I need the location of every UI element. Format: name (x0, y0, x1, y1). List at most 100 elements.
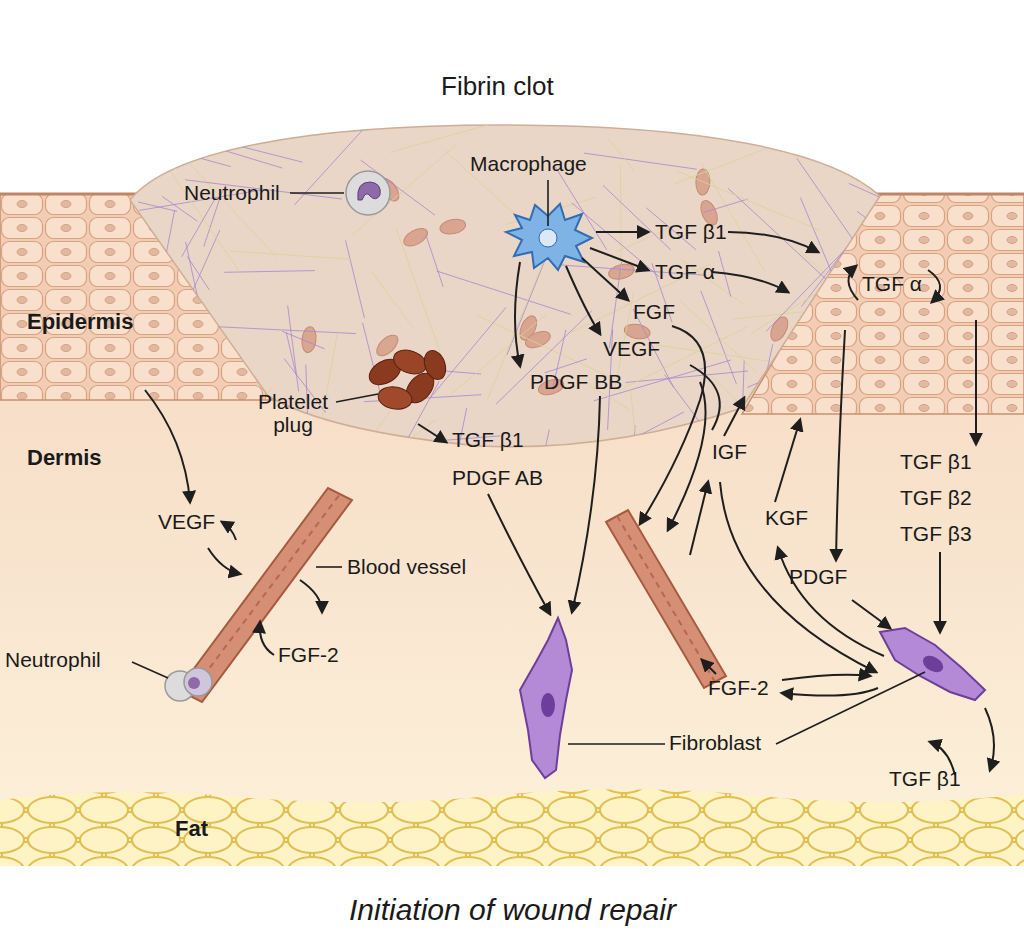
fibrin-clot (703, 199, 747, 213)
fibrin-clot (733, 311, 808, 319)
fat-layer (0, 789, 1024, 946)
fibrin-clot (186, 242, 211, 356)
signal-arrows (222, 522, 236, 540)
fibrin-clot (608, 137, 635, 171)
fibrin-clot (801, 251, 867, 311)
fibrin-clot (767, 314, 791, 344)
signal-arrows (145, 390, 190, 502)
fibrin-clot (155, 210, 174, 309)
fibrin-clot (363, 323, 382, 399)
growth-factor: VEGF (603, 337, 660, 360)
blood-vessels (606, 510, 726, 688)
signal-arrows (596, 231, 648, 233)
leader-lines (132, 180, 925, 744)
fat-layer (0, 866, 1024, 946)
signal-arrows (975, 320, 977, 444)
fibrin-clot (401, 225, 431, 250)
fibrin-clot (626, 371, 749, 383)
fibrin-clot (14, 121, 927, 550)
fibrin-clot (351, 145, 456, 236)
fibrin-clot (849, 183, 908, 209)
fibrin-clot (779, 345, 822, 351)
fibrin-clot (439, 217, 467, 236)
leader-lines (132, 662, 168, 678)
signal-arrows (782, 688, 878, 696)
growth-factor: TGF α (655, 260, 715, 283)
fibrin-clot (219, 327, 356, 334)
fibrin-clot (396, 229, 441, 357)
growth-factor: TGF α (862, 272, 922, 295)
signal-arrows (300, 580, 322, 612)
macrophage (506, 204, 592, 270)
growth-factor: IGF (712, 440, 747, 463)
fibrin-clot (584, 153, 697, 169)
neutrophil-top (346, 171, 390, 215)
signal-arrows (775, 420, 800, 502)
fibrin-clot (223, 142, 303, 162)
cell-label: Neutrophil (184, 181, 280, 204)
structure-label: Blood vessel (347, 555, 466, 578)
fibrin-clot (523, 328, 552, 351)
fibrin-clot (101, 156, 155, 170)
growth-factor: FGF (633, 300, 675, 323)
fibrin-clot (800, 198, 857, 334)
fibrin-clot (156, 375, 183, 404)
growth-factor: VEGF (158, 510, 215, 533)
fibrin-clot (675, 132, 809, 184)
layer-label: Dermis (27, 446, 102, 470)
signal-arrows (939, 552, 941, 632)
fibrin-clot (346, 240, 365, 318)
fibrin-clot (170, 277, 189, 324)
fibrin-clot (752, 285, 829, 333)
neutrophil-bottom (165, 668, 212, 701)
fibroblasts (520, 618, 572, 778)
fibrin-clot (288, 306, 299, 392)
signal-arrows (515, 262, 520, 366)
signal-arrows (985, 708, 994, 770)
fibrin-clot (479, 439, 596, 542)
signal-arrows (418, 424, 446, 442)
fibrin-clot (765, 407, 896, 425)
fibrin-clot (182, 199, 215, 257)
skin-layers (0, 194, 1024, 868)
fibrin-clot (701, 291, 737, 384)
fibrin-clot (146, 417, 276, 504)
fibrin-clot (390, 121, 502, 152)
fibrin-clot (191, 156, 231, 167)
signal-arrows (582, 258, 628, 300)
skin-layers (872, 193, 1024, 196)
signal-arrows (728, 232, 818, 252)
growth-factor: TGF β1 (900, 450, 972, 473)
macrophage (506, 204, 592, 270)
structure-label: Platelet plug (248, 390, 338, 436)
fibroblasts (541, 693, 555, 717)
neutrophil-top (358, 182, 381, 200)
growth-factor: TGF β3 (900, 522, 972, 545)
growth-factor: TGF β1 (452, 428, 524, 451)
fibrin-clot (130, 125, 880, 447)
platelet-plug (365, 346, 450, 412)
cell-label: Macrophage (470, 152, 587, 175)
fibrin-clot (631, 389, 645, 524)
leader-lines (568, 743, 665, 745)
fibrin-clot (609, 262, 621, 348)
fibrin-clot (744, 442, 878, 512)
fibrin-clot (759, 344, 773, 409)
fibrin-clot (857, 211, 892, 236)
leader-lines (316, 566, 342, 568)
fibroblasts (880, 628, 985, 700)
fibrin-clot (286, 332, 296, 375)
fibrin-clot (224, 271, 315, 273)
growth-factor: KGF (765, 506, 808, 529)
fibrin-clot (656, 345, 780, 363)
growth-factor: PDGF BB (530, 370, 622, 393)
signal-arrows (208, 548, 240, 574)
fibrin-clot (426, 235, 443, 287)
signal-arrows (720, 482, 876, 672)
fibrin-clot (96, 374, 170, 476)
fibrin-clot (14, 392, 141, 428)
signal-arrows (836, 330, 845, 560)
fibrin-clot (791, 344, 793, 488)
signal-arrows (928, 270, 940, 302)
growth-factor: TGF β1 (655, 220, 727, 243)
